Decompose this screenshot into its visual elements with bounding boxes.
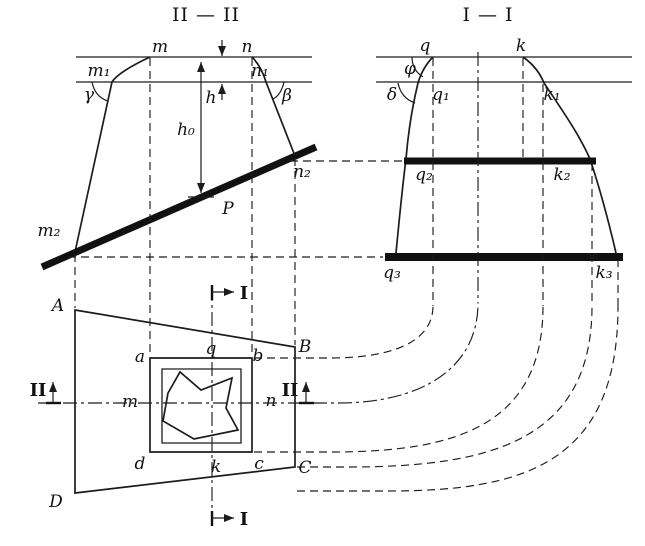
plan-n-label: n [266,391,277,411]
centerlines [38,287,336,528]
h0-dimension-label: h₀ [177,120,195,140]
beta-angle-arc [272,81,285,100]
section-ii-view: II — II m n m₁ n₁ γ β m₂ n₂ h₀ h P [38,4,318,271]
point-q3-label: q₃ [383,263,401,283]
corner-a-label: a [135,347,145,367]
left-slope-line-i [395,56,434,254]
corner-c-label: c [254,454,264,474]
corner-B-label: B [298,337,312,357]
corner-D-label: D [48,492,63,512]
crest-rectangle-abcd [149,357,253,453]
transfer-curve-k1 [254,305,544,453]
point-q-label: q [420,36,431,56]
corner-C-label: C [298,458,311,478]
point-k1-label: k₁ [543,85,560,105]
inner-rectangle [161,368,242,444]
section-i-view: I — I q k φ δ q₁ k₁ q₂ k₂ q₃ k₃ [376,4,632,283]
irregular-polygon [162,370,240,440]
plan-view: A B C D a b c d q k m n [48,296,311,512]
h-dimension-label: h [206,88,217,108]
point-m-label: m [152,37,168,57]
point-n2-label: n₂ [293,162,311,182]
phi-angle-arc [411,56,424,78]
plan-q-label: q [206,339,217,359]
phi-angle-label: φ [404,59,416,79]
plan-k-label: k [211,457,221,477]
projection-lines [68,52,619,492]
point-n1-label: n₁ [251,61,269,81]
delta-angle-label: δ [387,85,397,105]
corner-A-label: A [50,296,64,316]
outer-contour-abcd [74,308,296,494]
cut-marks: I I II II [30,283,314,530]
transfer-curve-k2 [297,305,593,468]
gamma-angle-arc [91,81,109,102]
point-k3-label: k₃ [595,263,612,283]
point-q1-label: q₁ [432,85,450,105]
right-slope-line-i [522,56,617,254]
cut-ii-right-label: II [282,380,299,401]
transfer-curve-k3 [297,305,619,492]
section-ii-title: II — II [172,4,240,26]
point-q2-label: q₂ [415,165,433,185]
point-m1-label: m₁ [88,61,111,81]
point-k2-label: k₂ [553,165,570,185]
delta-angle-arc [397,82,416,104]
point-p-label: P [221,199,234,219]
section-i-title: I — I [462,4,513,26]
left-slope-line-ii [74,56,151,253]
beta-angle-label: β [281,86,292,106]
right-slope-line-ii [251,56,296,157]
corner-d-label: d [135,454,146,474]
transfer-curve-q [254,305,434,359]
corner-b-label: b [253,346,264,366]
cut-i-top-label: I [240,283,248,304]
cut-i-bottom-label: I [240,509,248,530]
gamma-angle-label: γ [84,85,95,105]
plan-m-label: m [122,392,138,412]
point-n-label: n [242,37,253,57]
transfer-curve-centerline [337,302,479,404]
cut-ii-left-label: II [30,380,47,401]
point-k-label: k [516,36,526,56]
plane-p-trace [40,143,318,271]
point-m2-label: m₂ [38,221,61,241]
